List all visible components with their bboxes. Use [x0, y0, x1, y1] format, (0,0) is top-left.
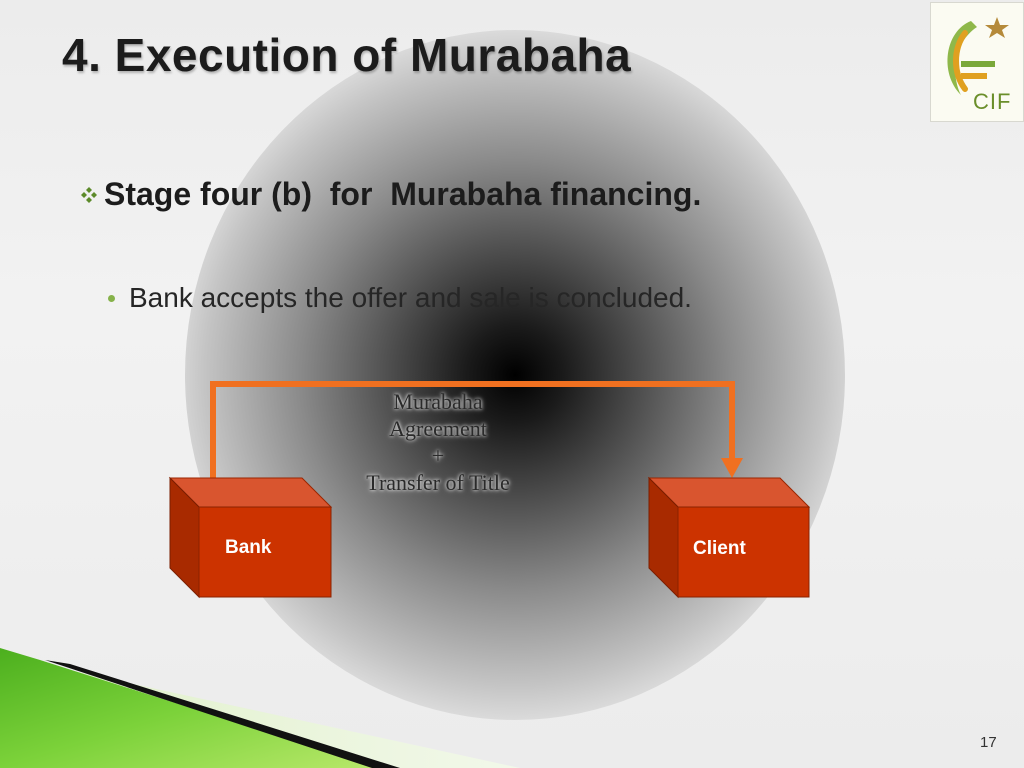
- diamond-bullet-icon: [81, 186, 97, 203]
- bank-label: Bank: [225, 537, 272, 558]
- flow-label-line-2: Agreement: [389, 416, 487, 441]
- stage-heading-row: Stage four (b) for Murabaha financing.: [78, 176, 701, 213]
- bullet-row: Bank accepts the offer and sale is concl…: [108, 282, 692, 314]
- dot-bullet-icon: [108, 294, 115, 302]
- flow-label: Murabaha Agreement + Transfer of Title: [338, 388, 538, 496]
- crescent-star-logo-icon: [947, 17, 1009, 95]
- bullet-text: Bank accepts the offer and sale is concl…: [129, 282, 692, 313]
- bank-box: [168, 476, 333, 599]
- flow-label-line-4: Transfer of Title: [366, 470, 510, 495]
- slide-title: 4. Execution of Murabaha: [62, 29, 632, 81]
- client-label: Client: [693, 538, 746, 559]
- client-box: [647, 476, 811, 599]
- radial-spotlight: [185, 30, 845, 720]
- stage-heading: Stage four (b) for Murabaha financing.: [104, 176, 702, 212]
- flow-arrow: [210, 381, 743, 478]
- flow-label-line-1: Murabaha: [393, 389, 483, 414]
- page-number: 17: [980, 734, 997, 751]
- flow-label-line-3: +: [431, 443, 445, 468]
- logo-text: CIF: [973, 89, 1012, 114]
